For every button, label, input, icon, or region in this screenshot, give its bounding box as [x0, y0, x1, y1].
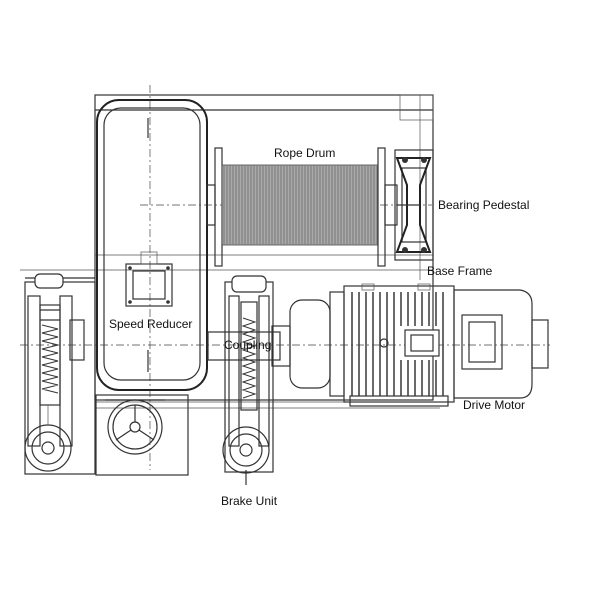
- drive-motor: [289, 283, 549, 407]
- label-rope-drum: Rope Drum: [274, 146, 335, 160]
- base-frame: [20, 94, 440, 409]
- left-brake-unit: [24, 273, 96, 475]
- bearing-pedestal: [394, 149, 434, 261]
- label-drive-motor: Drive Motor: [463, 398, 525, 412]
- label-speed-reducer: Speed Reducer: [109, 317, 192, 331]
- middle-brake-unit: [222, 275, 274, 485]
- label-base-frame: Base Frame: [427, 264, 493, 278]
- rope-drum: [206, 147, 398, 267]
- speed-reducer: [95, 99, 208, 476]
- label-bearing-pedestal: Bearing Pedestal: [438, 198, 529, 212]
- label-coupling: Coupling: [224, 338, 271, 352]
- label-brake-unit: Brake Unit: [221, 494, 278, 508]
